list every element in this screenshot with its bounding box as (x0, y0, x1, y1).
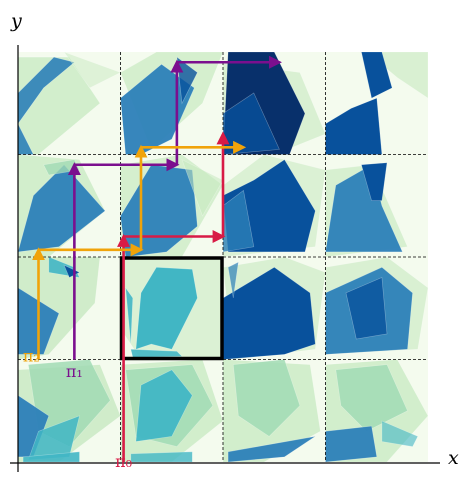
path-label-0: π₀ (115, 452, 132, 471)
y-axis-label: y (10, 10, 22, 32)
cell-1-2 (120, 154, 224, 258)
cell-1-1 (120, 256, 224, 360)
cell-2-0 (222, 359, 326, 463)
cell-3-1 (325, 256, 429, 360)
cell-3-0 (325, 359, 429, 463)
path-label-1: π₁ (66, 362, 83, 381)
region-shape (227, 261, 239, 299)
cell-0-3 (17, 51, 122, 155)
path-2 (32, 140, 247, 360)
region-shape (135, 266, 198, 350)
cell-1-0 (120, 359, 224, 463)
region-shape (125, 286, 134, 345)
region-shape (130, 348, 183, 358)
cell-2-2 (222, 154, 326, 258)
cell-0-2 (17, 154, 121, 258)
path-layer (32, 55, 282, 462)
region-shape (130, 451, 193, 463)
region-shape (181, 158, 224, 217)
path-1 (67, 55, 282, 360)
cell-2-1 (222, 256, 326, 360)
path-label-2: π₂ (23, 347, 40, 366)
region-shape (22, 451, 80, 463)
region-shape (135, 369, 193, 442)
region-shape (361, 51, 393, 99)
region-shape (232, 359, 301, 437)
x-axis-label: x (448, 447, 459, 469)
region-shape (335, 364, 408, 432)
cell-0-0 (17, 359, 121, 463)
cell-3-2 (325, 154, 428, 258)
region-shape (63, 51, 122, 89)
region-shape (361, 162, 388, 201)
axes: x y (10, 10, 459, 472)
region-shape (345, 277, 388, 340)
path-labels: π₀ π₁ π₂ (23, 347, 132, 472)
cell-3-3 (325, 51, 429, 155)
region-shape (325, 425, 378, 463)
highlighted-cell-box (119, 256, 224, 361)
region-shape (227, 436, 316, 463)
cell-0-1 (17, 256, 121, 360)
region-shape (381, 420, 419, 447)
cell-1-3 (120, 51, 224, 155)
cell-layer (17, 51, 429, 463)
region-shape (17, 164, 106, 253)
cell-2-3 (222, 51, 326, 155)
